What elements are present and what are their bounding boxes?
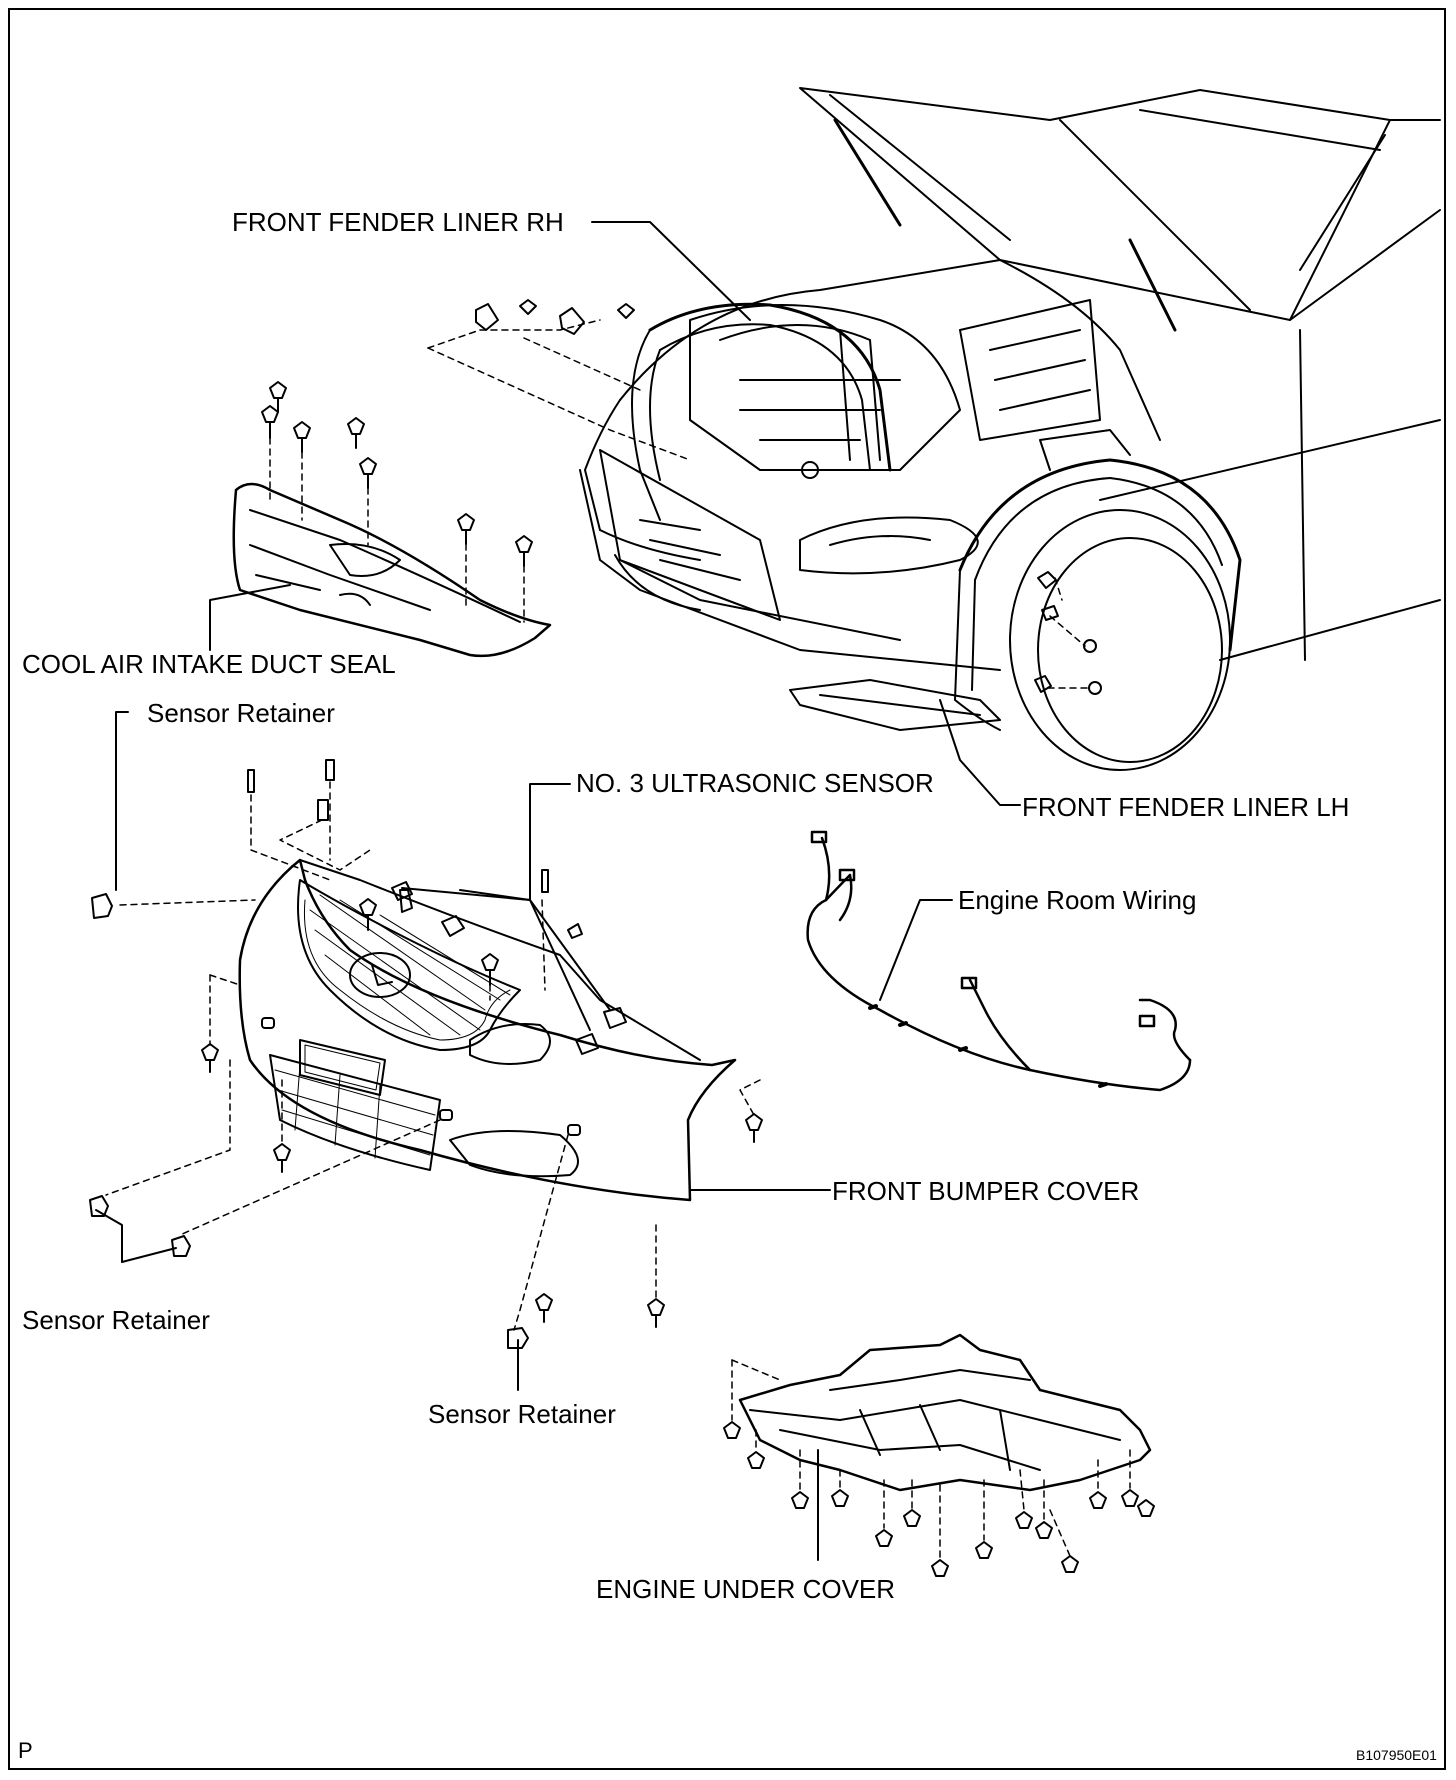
label-sensor-retainer-bottom: Sensor Retainer [428,1399,616,1429]
engine-under-cover-drawing [723,1333,1155,1577]
label-front-bumper-cover: FRONT BUMPER COVER [832,1176,1140,1206]
label-no3-ultrasonic-sensor: NO. 3 ULTRASONIC SENSOR [576,768,934,798]
label-front-fender-liner-lh: FRONT FENDER LINER LH [1022,792,1350,822]
corner-mark: P [18,1738,33,1763]
engine-room-wiring-drawing [806,830,1192,1092]
grille-mesh [309,894,511,1036]
cool-air-intake-duct-seal-drawing [232,381,552,658]
sensor-retainers [89,893,529,1349]
label-engine-under-cover: ENGINE UNDER COVER [596,1574,896,1604]
under-cover-dashed-leaders [731,1359,1131,1559]
bumper-dashed-leaders [105,781,761,1331]
rh-liner-clips [427,299,691,461]
under-cover-bolts [723,1421,1155,1577]
front-bumper-cover-drawing [105,759,763,1331]
label-front-fender-liner-rh: FRONT FENDER LINER RH [232,207,564,237]
label-sensor-retainer-left: Sensor Retainer [22,1305,210,1335]
label-engine-room-wiring: Engine Room Wiring [958,885,1197,915]
label-cool-air-intake-duct-seal: COOL AIR INTAKE DUCT SEAL [22,649,396,679]
label-leader-lines [95,221,1021,1561]
diagram-frame [8,8,1446,1770]
lower-mesh [274,1064,436,1159]
seal-bolts [261,381,533,623]
figure-code: B107950E01 [1356,1747,1437,1763]
label-sensor-retainer-top: Sensor Retainer [147,698,335,728]
vehicle-front-drawing [579,87,1441,771]
